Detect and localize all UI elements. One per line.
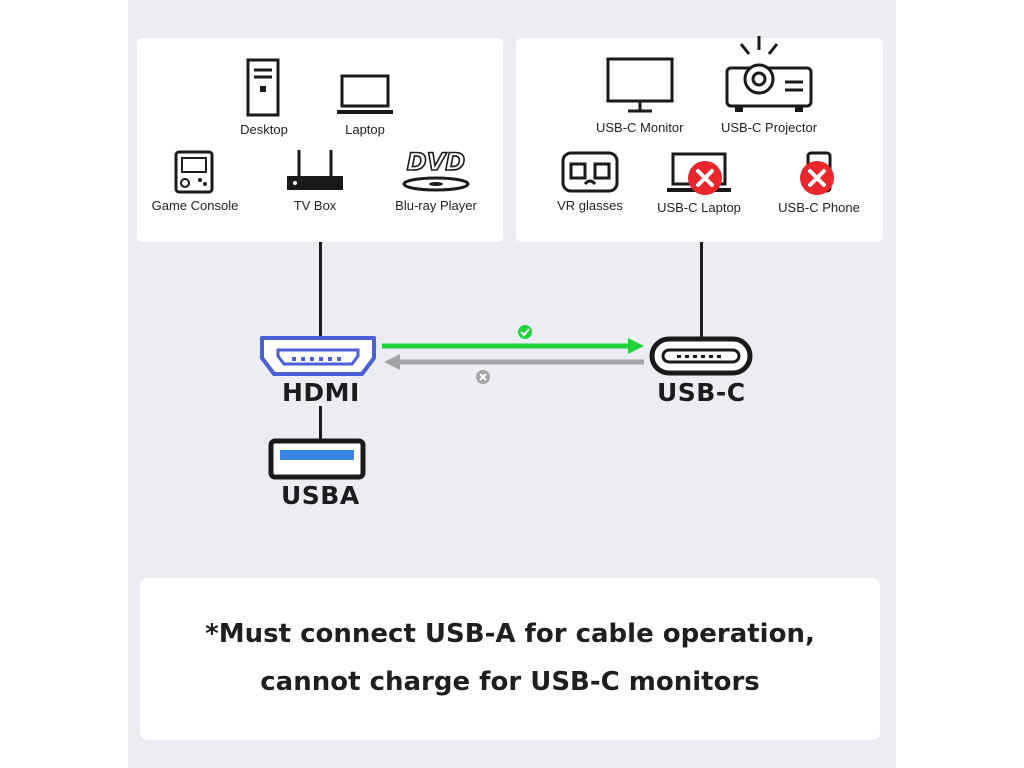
source-devices-card — [137, 38, 503, 242]
dvd-player-icon: DVD — [402, 148, 470, 192]
usba-connector-icon — [268, 438, 366, 480]
device-desktop: Desktop — [236, 58, 292, 137]
usb-c-label: USB-C — [657, 378, 746, 407]
game-console-icon — [174, 150, 214, 194]
device-game-console: Game Console — [150, 150, 240, 213]
note-line-2: cannot charge for USB-C monitors — [260, 667, 760, 697]
laptop-icon — [667, 152, 731, 195]
projector-icon — [725, 36, 813, 112]
device-usb-c-projector: USB-C Projector — [721, 34, 817, 135]
device-label: TV Box — [293, 198, 337, 213]
device-label: VR glasses — [557, 198, 623, 213]
device-label: Desktop — [240, 122, 288, 137]
device-label: USB-C Laptop — [657, 200, 741, 215]
device-label: Blu-ray Player — [395, 198, 477, 213]
device-usb-c-phone: USB-C Phone — [778, 150, 860, 215]
device-vr-glasses: VR glasses — [557, 150, 623, 213]
usba-cable-line — [319, 406, 322, 440]
usba-label: USBA — [281, 481, 360, 510]
usb-c-connector-icon — [649, 336, 753, 376]
hdmi-cable-line — [319, 242, 322, 337]
laptop-icon — [337, 74, 393, 114]
device-usb-c-laptop: USB-C Laptop — [657, 150, 741, 215]
device-label: Game Console — [151, 198, 239, 213]
device-tv-box: TV Box — [283, 148, 347, 213]
dvd-logo-text: DVD — [407, 148, 465, 176]
display-devices-card — [516, 38, 883, 242]
device-label: Laptop — [345, 122, 385, 137]
vr-glasses-icon — [561, 151, 619, 193]
desktop-tower-icon — [246, 58, 280, 117]
hdmi-connector-icon — [260, 336, 376, 376]
device-label: USB-C Projector — [721, 120, 818, 135]
phone-icon — [800, 151, 834, 195]
device-label: USB-C Phone — [778, 200, 860, 215]
note-card — [140, 578, 880, 740]
monitor-icon — [606, 57, 674, 113]
device-blu-ray-player: DVD Blu-ray Player — [393, 148, 479, 213]
check-circle-icon — [518, 325, 532, 339]
device-laptop: Laptop — [337, 70, 393, 137]
note-line-1: *Must connect USB-A for cable operation, — [205, 619, 815, 649]
device-label: USB-C Monitor — [596, 120, 684, 135]
direction-arrows — [382, 325, 644, 384]
hdmi-label: HDMI — [282, 378, 360, 407]
device-usb-c-monitor: USB-C Monitor — [596, 56, 683, 135]
tv-box-icon — [287, 150, 343, 190]
usb-c-cable-line — [700, 242, 703, 338]
